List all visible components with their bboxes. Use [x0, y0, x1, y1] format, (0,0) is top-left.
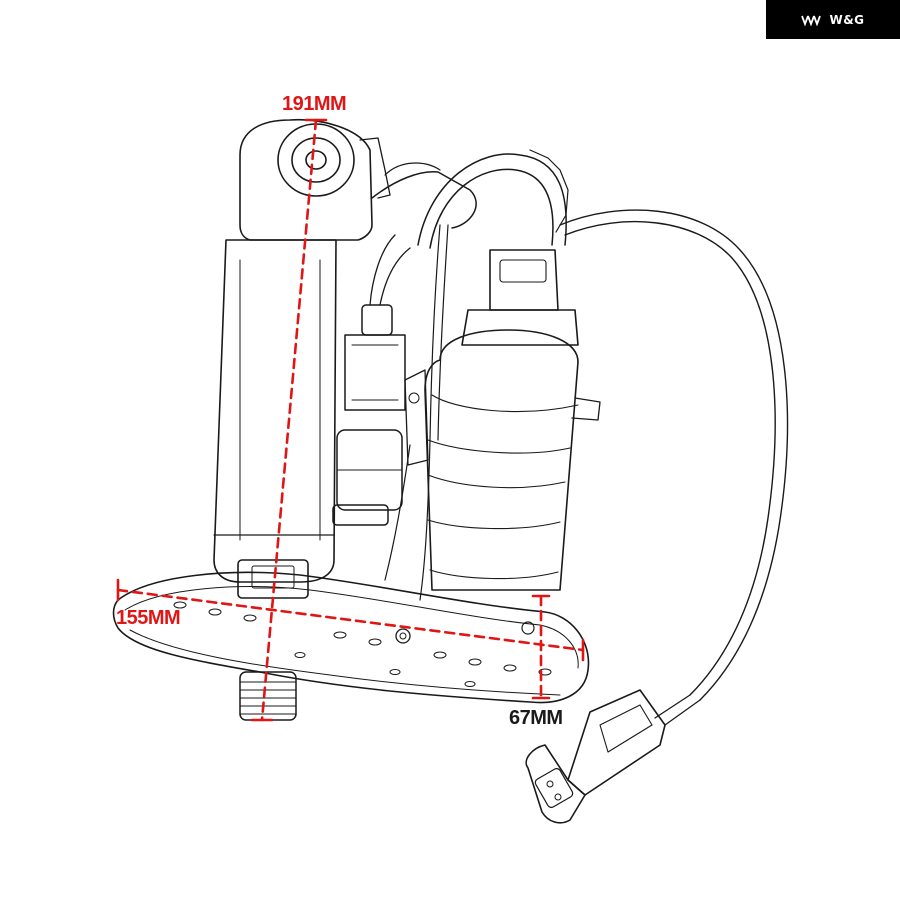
height-dimension-label: 191MM: [282, 93, 347, 115]
width-dimension-label: 155MM: [116, 607, 181, 629]
dimension-lines: [116, 118, 585, 722]
electrical-connector: [525, 689, 666, 824]
base-flange-plate: [112, 571, 590, 704]
fuel-hose: [371, 149, 569, 601]
pump-motor: [404, 249, 601, 591]
dimension-end-ticks: [116, 118, 585, 722]
pressure-regulator: [332, 234, 411, 526]
filter-canister: [213, 118, 391, 599]
width-dimension-line: [116, 588, 585, 652]
depth-dimension-label: 67MM: [509, 707, 563, 729]
threaded-outlet: [239, 671, 297, 721]
triple-chevron-logo-icon: [801, 15, 822, 26]
brand-name: W&G: [829, 12, 865, 27]
brand-badge: W&G: [766, 0, 900, 39]
wiring-harness: [559, 209, 789, 726]
height-dimension-line: [260, 118, 318, 722]
